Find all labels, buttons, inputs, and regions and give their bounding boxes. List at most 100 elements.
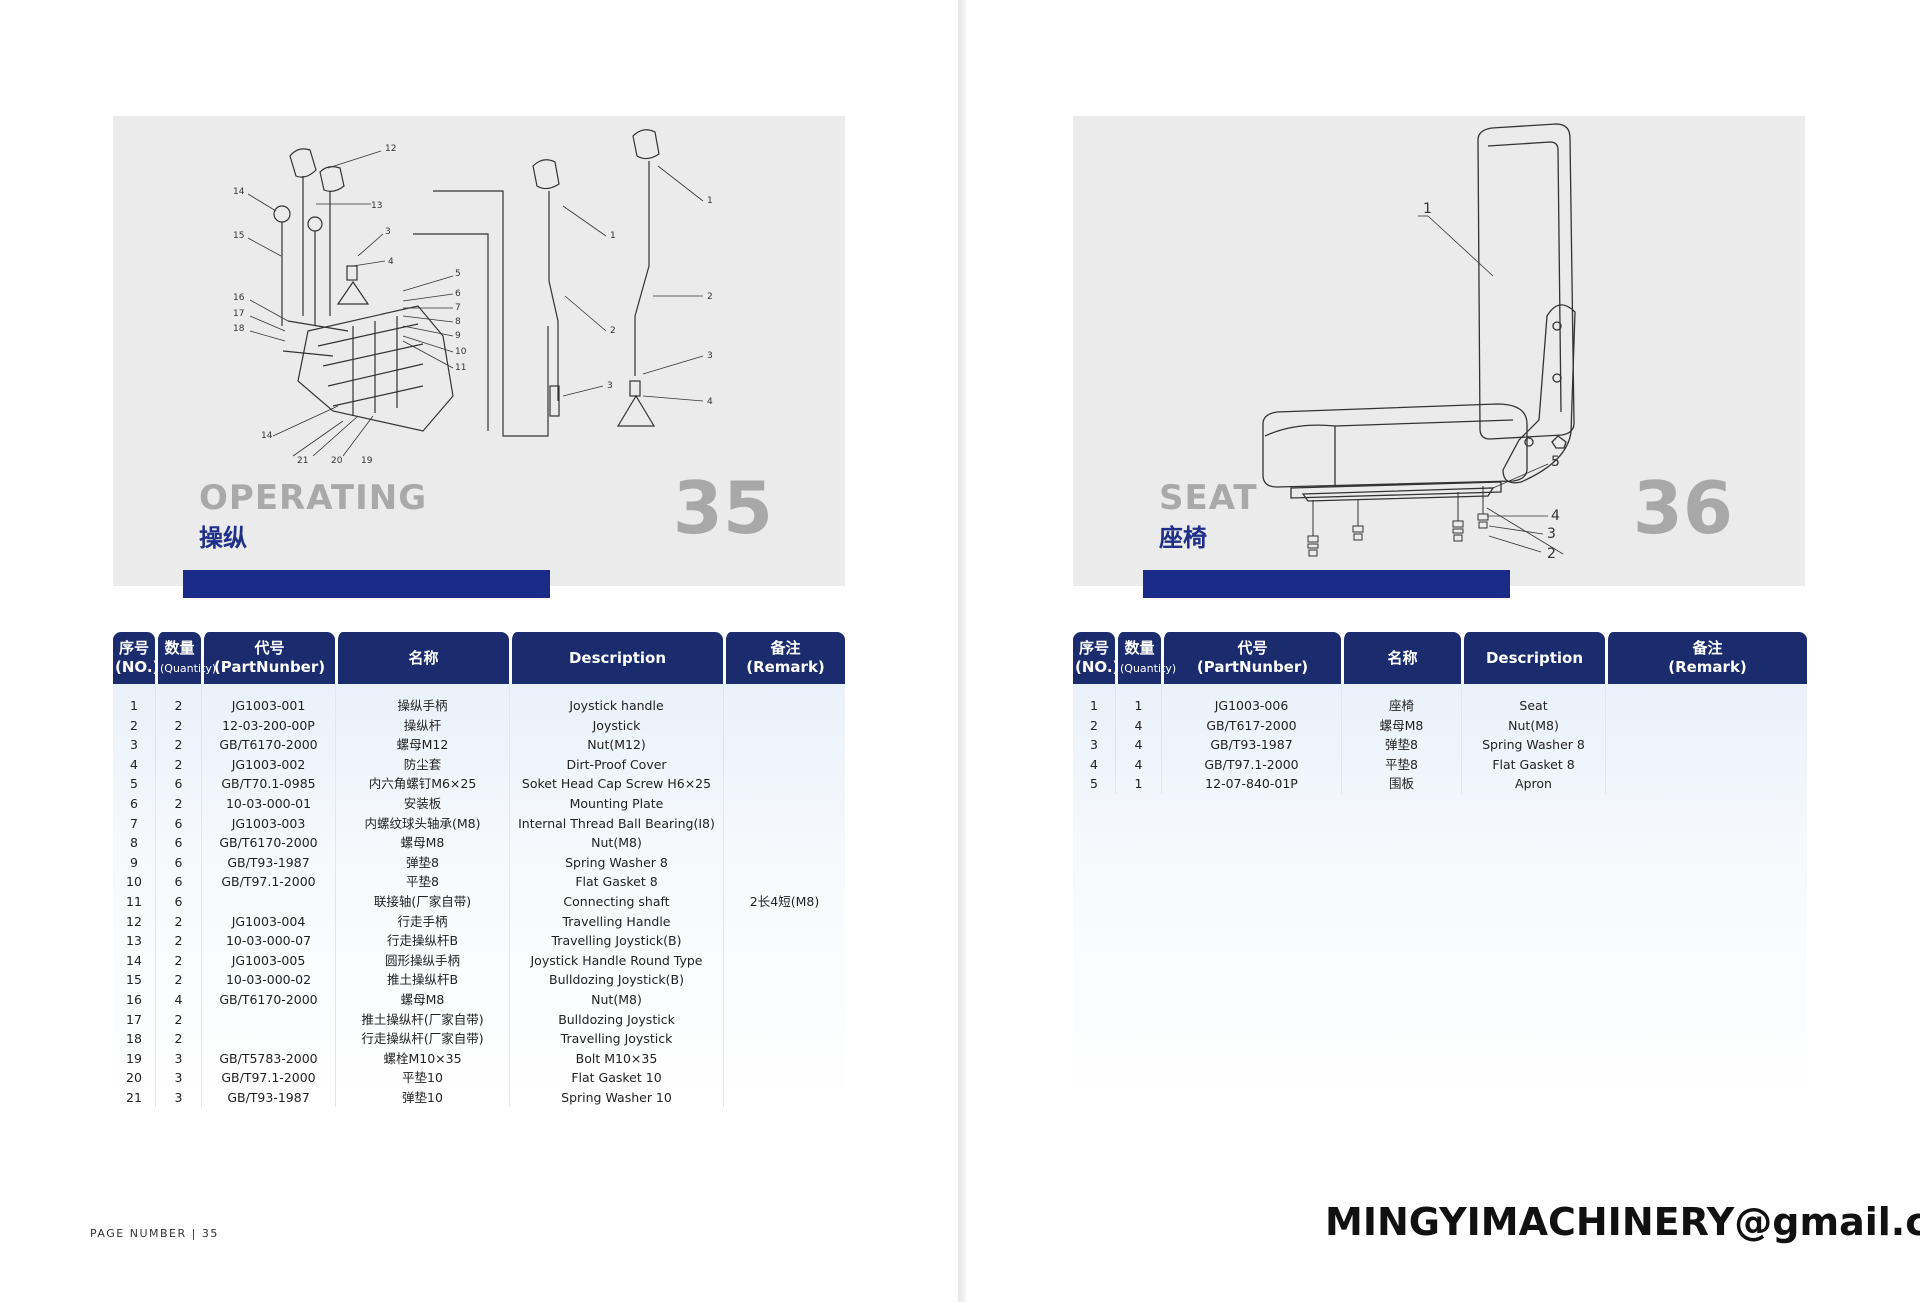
cell-qty: 6 xyxy=(155,852,201,873)
section-page-number: 36 xyxy=(1632,466,1733,550)
cell-name: 螺母M12 xyxy=(335,735,509,755)
cell-name: 操纵手柄 xyxy=(335,696,509,716)
cell-code: JG1003-005 xyxy=(201,950,335,971)
cell-qty: 4 xyxy=(1115,735,1161,755)
cell-qty: 3 xyxy=(155,1087,201,1108)
svg-text:3: 3 xyxy=(385,227,391,237)
cell-name: 联接轴(厂家自带) xyxy=(335,891,509,912)
cell-name: 平垫8 xyxy=(1341,754,1461,775)
cell-no: 2 xyxy=(1090,717,1098,733)
cell-remark xyxy=(723,754,845,775)
cell-qty: 2 xyxy=(155,735,201,755)
header-no-cn: 序号 xyxy=(118,639,149,657)
cell-qty: 2 xyxy=(155,754,201,775)
cell-desc: Connecting shaft xyxy=(509,891,723,912)
cell-qty: 2 xyxy=(155,696,201,716)
cell-remark xyxy=(723,774,845,794)
section-page-number: 35 xyxy=(672,466,773,550)
header-qty-cn: 数量 xyxy=(164,638,195,657)
svg-text:15: 15 xyxy=(233,231,244,241)
cell-no: 1 xyxy=(1090,698,1098,713)
cell-desc: Mounting Plate xyxy=(509,793,723,814)
cell-remark xyxy=(723,833,845,853)
cell-desc: Bulldozing Joystick xyxy=(509,1009,723,1030)
svg-text:6: 6 xyxy=(455,289,461,299)
section-title-en: OPERATING xyxy=(199,478,428,518)
cell-name: 行走手柄 xyxy=(335,911,509,932)
cell-desc: Nut(M8) xyxy=(1461,715,1605,736)
svg-text:20: 20 xyxy=(331,456,343,466)
header-remark: 备注(Remark) xyxy=(723,632,845,684)
cell-desc: Dirt-Proof Cover xyxy=(509,754,723,775)
cell-remark xyxy=(723,1068,845,1088)
cell-qty: 1 xyxy=(1115,774,1161,794)
svg-text:2: 2 xyxy=(707,292,713,302)
cell-no: 1 xyxy=(130,698,138,713)
cell-remark xyxy=(723,1048,845,1069)
cell-code: GB/T70.1-0985 xyxy=(201,774,335,794)
header-no: 序号(NO.) xyxy=(113,632,159,684)
svg-text:4: 4 xyxy=(1551,508,1560,524)
cell-remark xyxy=(1605,696,1807,716)
section-title-cn: 座椅 xyxy=(1159,524,1207,552)
cell-name: 围板 xyxy=(1341,774,1461,794)
cell-name: 弹垫8 xyxy=(1341,735,1461,755)
header-qty-en: (Quantity) xyxy=(160,661,217,675)
section-title-en: SEAT xyxy=(1159,478,1258,518)
cell-desc: Flat Gasket 8 xyxy=(509,872,723,892)
cell-name: 防尘套 xyxy=(335,754,509,775)
cell-no: 5 xyxy=(1090,776,1098,792)
cell-qty: 6 xyxy=(155,813,201,834)
svg-text:18: 18 xyxy=(233,324,245,334)
header-remark-en: (Remark) xyxy=(746,658,825,676)
cell-code: JG1003-003 xyxy=(201,813,335,834)
svg-text:3: 3 xyxy=(607,381,613,391)
cell-remark xyxy=(723,793,845,814)
cell-code: JG1003-006 xyxy=(1161,696,1341,716)
cell-qty: 2 xyxy=(155,911,201,932)
cell-code: GB/T6170-2000 xyxy=(201,833,335,853)
cell-name: 行走操纵杆(厂家自带) xyxy=(335,1029,509,1049)
cell-code: GB/T6170-2000 xyxy=(201,989,335,1010)
cell-desc: Bulldozing Joystick(B) xyxy=(509,970,723,990)
cell-no: 19 xyxy=(126,1050,142,1066)
svg-text:11: 11 xyxy=(455,363,466,373)
svg-text:16: 16 xyxy=(233,293,245,303)
cell-no: 14 xyxy=(126,952,142,968)
header-code-cn: 代号 xyxy=(1237,639,1268,657)
cell-name: 座椅 xyxy=(1341,696,1461,716)
cell-desc: Nut(M8) xyxy=(509,989,723,1010)
cell-no: 18 xyxy=(126,1031,142,1047)
cell-no: 12 xyxy=(126,913,142,929)
cell-code: JG1003-004 xyxy=(201,911,335,932)
svg-text:21: 21 xyxy=(297,456,308,466)
cell-qty: 4 xyxy=(1115,715,1161,736)
cell-code xyxy=(201,891,335,912)
cell-qty: 3 xyxy=(155,1068,201,1088)
svg-text:8: 8 xyxy=(455,317,461,327)
svg-text:13: 13 xyxy=(371,201,382,211)
svg-text:19: 19 xyxy=(361,456,373,466)
cell-qty: 4 xyxy=(1115,754,1161,775)
cell-remark xyxy=(723,872,845,892)
cell-name: 内螺纹球头轴承(M8) xyxy=(335,813,509,834)
cell-no: 21 xyxy=(126,1089,142,1105)
header-description: Description xyxy=(509,632,723,684)
parts-table-seat: 序号(NO.) 数量(Quantity) 代号(PartNunber) 名称 D… xyxy=(1073,632,1807,794)
cell-code: 10-03-000-07 xyxy=(201,931,335,951)
svg-text:14: 14 xyxy=(233,187,245,197)
cell-no: 3 xyxy=(130,737,138,753)
cell-name: 螺母M8 xyxy=(335,989,509,1010)
cell-name: 螺母M8 xyxy=(335,833,509,853)
header-name: 名称 xyxy=(1341,632,1461,684)
